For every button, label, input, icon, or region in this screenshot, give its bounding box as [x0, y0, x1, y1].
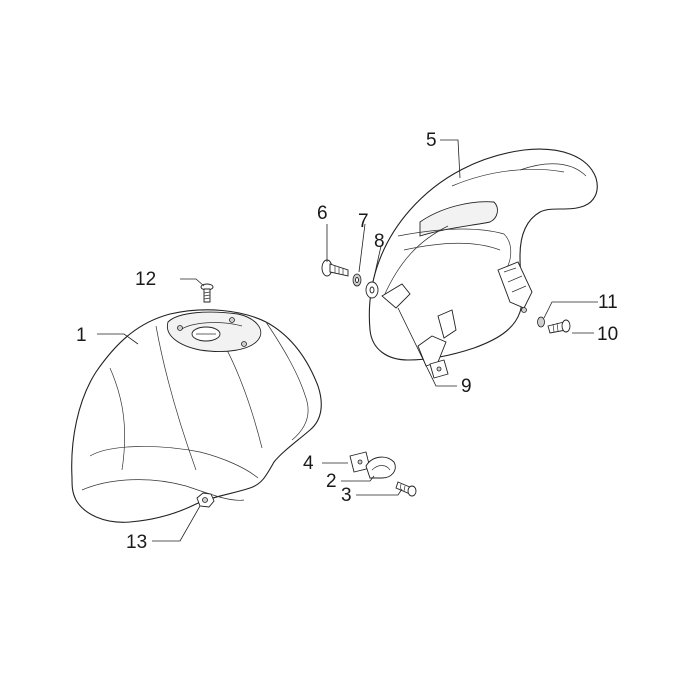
washer-7	[352, 273, 362, 287]
callout-7: 7	[358, 211, 369, 232]
leader-lines	[97, 139, 598, 542]
callout-6: 6	[317, 203, 328, 224]
callout-8: 8	[374, 231, 385, 252]
screw-3	[395, 481, 417, 497]
rear-mudguard	[368, 148, 598, 367]
callout-4: 4	[303, 453, 314, 474]
screw-10	[547, 319, 571, 334]
clamp-2	[365, 456, 396, 479]
spacer-8	[365, 281, 379, 299]
callout-11: 11	[598, 292, 618, 313]
callout-1: 1	[76, 325, 87, 346]
screw-6	[321, 259, 349, 277]
callout-5: 5	[426, 130, 437, 151]
callout-13: 13	[126, 532, 147, 553]
washer-11	[537, 316, 545, 328]
callout-10: 10	[597, 324, 618, 345]
front-mudguard	[71, 309, 322, 523]
callout-3: 3	[341, 485, 352, 506]
callout-9: 9	[461, 376, 472, 397]
callout-2: 2	[326, 471, 337, 492]
callout-12: 12	[135, 269, 156, 290]
bracket-clip	[381, 283, 411, 309]
screw-12	[200, 283, 214, 303]
clip-9	[429, 359, 449, 379]
